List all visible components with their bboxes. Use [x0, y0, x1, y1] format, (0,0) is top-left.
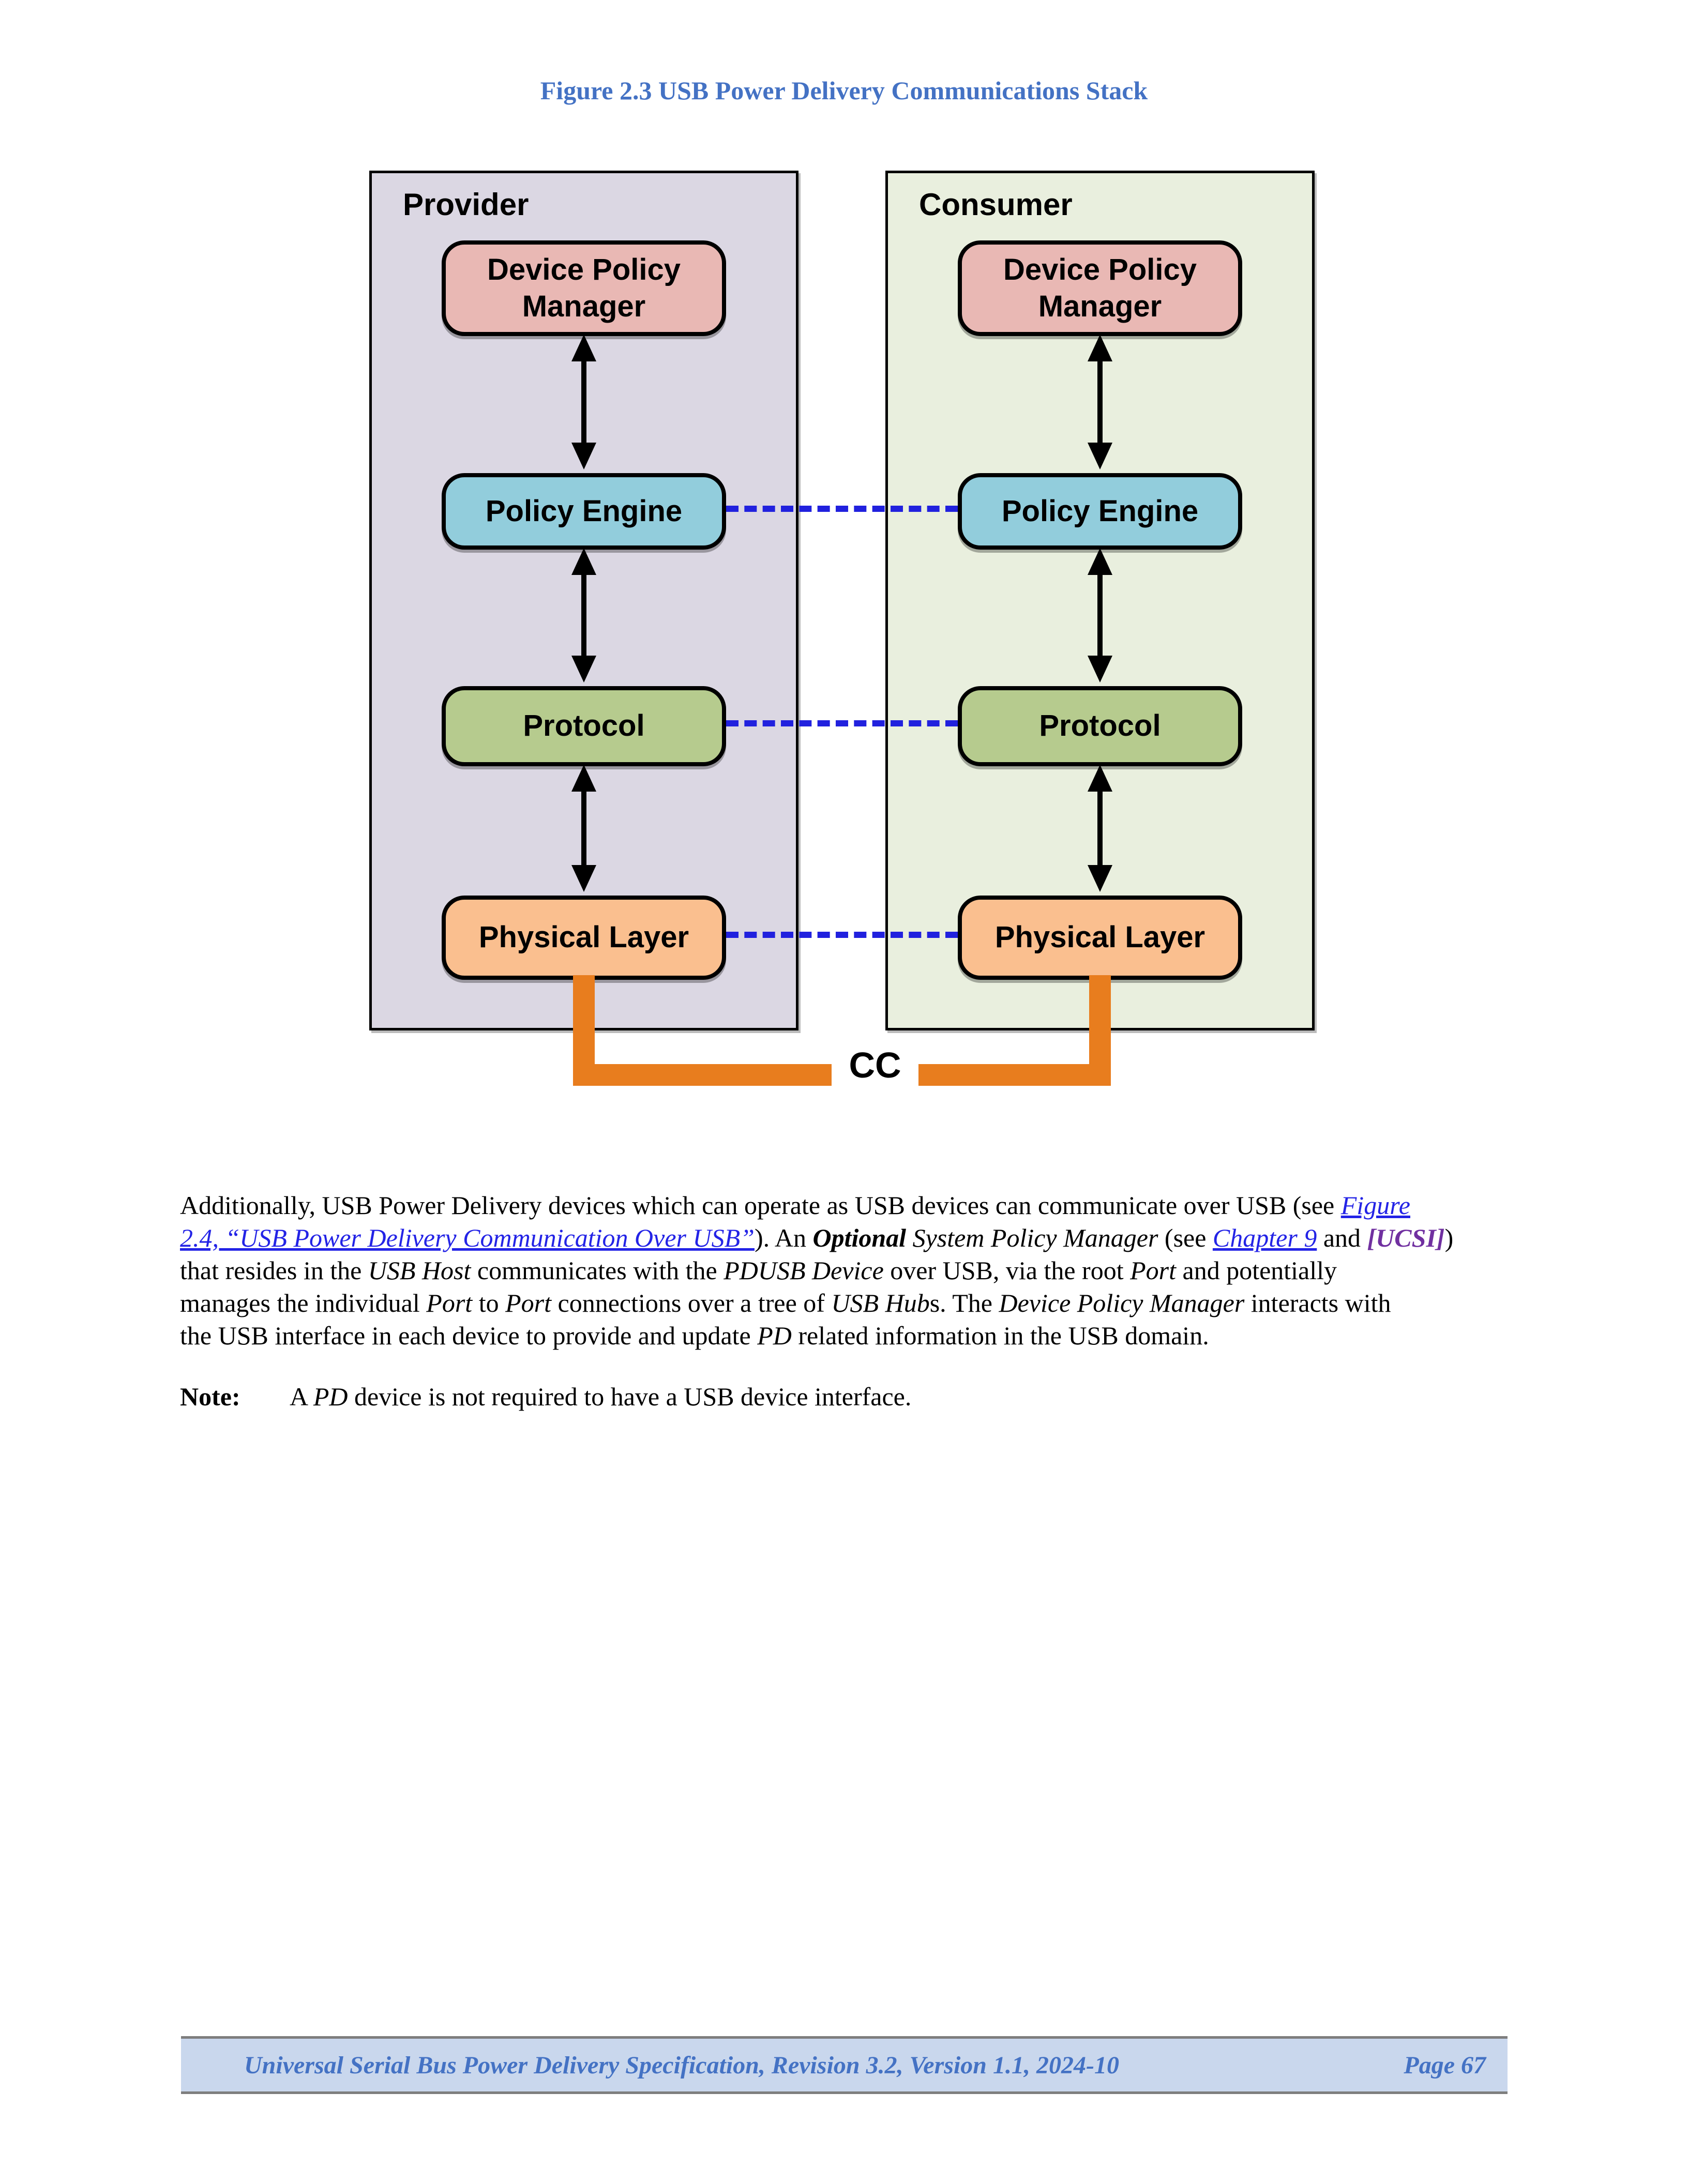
text-segment: Optional: [812, 1223, 907, 1252]
text-segment: over USB, via the root: [883, 1256, 1131, 1285]
box-physical-layer-consumer: Physical Layer: [958, 896, 1242, 980]
box-label: Policy Engine: [1001, 494, 1199, 528]
text-segment: Port: [505, 1288, 551, 1317]
ucsi-reference-link[interactable]: [UCSI]: [1367, 1223, 1445, 1252]
text-segment: PD: [313, 1382, 348, 1411]
note-text: A PD device is not required to have a US…: [290, 1381, 911, 1413]
figure-2-4-link[interactable]: Figure: [1340, 1191, 1410, 1220]
box-protocol-consumer: Protocol: [958, 686, 1242, 766]
text-segment: ): [1444, 1223, 1454, 1252]
footer-spec-title: Universal Serial Bus Power Delivery Spec…: [244, 2051, 1119, 2079]
bidirectional-arrow: [1088, 548, 1112, 682]
text-segment: Port: [1130, 1256, 1176, 1285]
box-label: Device Policy: [487, 252, 681, 286]
text-segment: device is not required to have a USB dev…: [348, 1382, 912, 1411]
box-device-policy-manager-provider: Device Policy Manager: [442, 240, 726, 336]
text-segment: USB Hub: [831, 1288, 930, 1317]
box-policy-engine-consumer: Policy Engine: [958, 473, 1242, 550]
box-device-policy-manager-consumer: Device Policy Manager: [958, 240, 1242, 336]
text-segment: and: [1317, 1223, 1367, 1252]
text-segment: Port: [426, 1288, 473, 1317]
paragraph-line: 2.4, “USB Power Delivery Communication O…: [180, 1222, 1535, 1254]
figure-caption: Figure 2.3 USB Power Delivery Communicat…: [540, 76, 1148, 105]
bidirectional-arrow: [571, 765, 596, 892]
paragraph-line: the USB interface in each device to prov…: [180, 1320, 1535, 1352]
box-physical-layer-provider: Physical Layer: [442, 896, 726, 980]
page-footer: Universal Serial Bus Power Delivery Spec…: [181, 2036, 1508, 2094]
text-segment: Device Policy Manager: [999, 1288, 1245, 1317]
text-segment: Additionally, USB Power Delivery devices…: [180, 1191, 1341, 1220]
panel-provider-title: Provider: [403, 187, 529, 222]
text-segment: s. The: [929, 1288, 999, 1317]
panel-consumer-title: Consumer: [919, 187, 1073, 222]
note-label: Note:: [180, 1382, 240, 1411]
box-label: Protocol: [1039, 709, 1161, 743]
text-segment: connections over a tree of: [551, 1288, 832, 1317]
policy-engine-peer-link-dotted: [726, 506, 958, 512]
text-segment: A: [290, 1382, 313, 1411]
protocol-peer-link-dotted: [726, 720, 958, 726]
text-segment: System Policy Manager: [912, 1223, 1158, 1252]
paragraph-line: Additionally, USB Power Delivery devices…: [180, 1189, 1535, 1222]
box-label: Protocol: [523, 709, 645, 743]
text-segment: manages the individual: [180, 1288, 427, 1317]
text-segment: PDUSB Device: [724, 1256, 884, 1285]
body-paragraph: Additionally, USB Power Delivery devices…: [180, 1189, 1535, 1352]
text-segment: [906, 1223, 913, 1252]
text-segment: USB Host: [368, 1256, 471, 1285]
paragraph-line: that resides in the USB Host communicate…: [180, 1254, 1535, 1287]
bidirectional-arrow: [1088, 765, 1112, 892]
panel-provider: Provider Device Policy Manager Policy En…: [369, 171, 798, 1030]
bidirectional-arrow: [1088, 335, 1112, 469]
text-segment: related information in the USB domain.: [791, 1321, 1209, 1350]
box-label: Policy Engine: [485, 494, 683, 528]
note-block: Note: A PD device is not required to hav…: [180, 1381, 1535, 1413]
text-segment: to: [472, 1288, 506, 1317]
footer-page-number: Page 67: [1404, 2051, 1486, 2079]
text-segment: PD: [757, 1321, 792, 1350]
text-segment: ). An: [754, 1223, 813, 1252]
cc-label: CC: [832, 1041, 918, 1089]
box-label: Manager: [522, 289, 646, 323]
text-segment: interacts with: [1244, 1288, 1391, 1317]
figure-2-4-link[interactable]: 2.4, “USB Power Delivery Communication O…: [180, 1223, 755, 1252]
box-protocol-provider: Protocol: [442, 686, 726, 766]
paragraph-line: manages the individual Port to Port conn…: [180, 1287, 1535, 1320]
physical-layer-peer-link-dotted: [726, 932, 958, 938]
box-label: Physical Layer: [478, 920, 689, 954]
box-policy-engine-provider: Policy Engine: [442, 473, 726, 550]
text-segment: (see: [1158, 1223, 1213, 1252]
text-segment: the USB interface in each device to prov…: [180, 1321, 758, 1350]
text-segment: that resides in the: [180, 1256, 368, 1285]
chapter-9-link[interactable]: Chapter 9: [1212, 1223, 1317, 1252]
bidirectional-arrow: [571, 335, 596, 469]
bidirectional-arrow: [571, 548, 596, 682]
box-label: Physical Layer: [994, 920, 1205, 954]
text-segment: communicates with the: [471, 1256, 724, 1285]
text-segment: and potentially: [1176, 1256, 1337, 1285]
box-label: Manager: [1038, 289, 1162, 323]
box-label: Device Policy: [1003, 252, 1197, 286]
